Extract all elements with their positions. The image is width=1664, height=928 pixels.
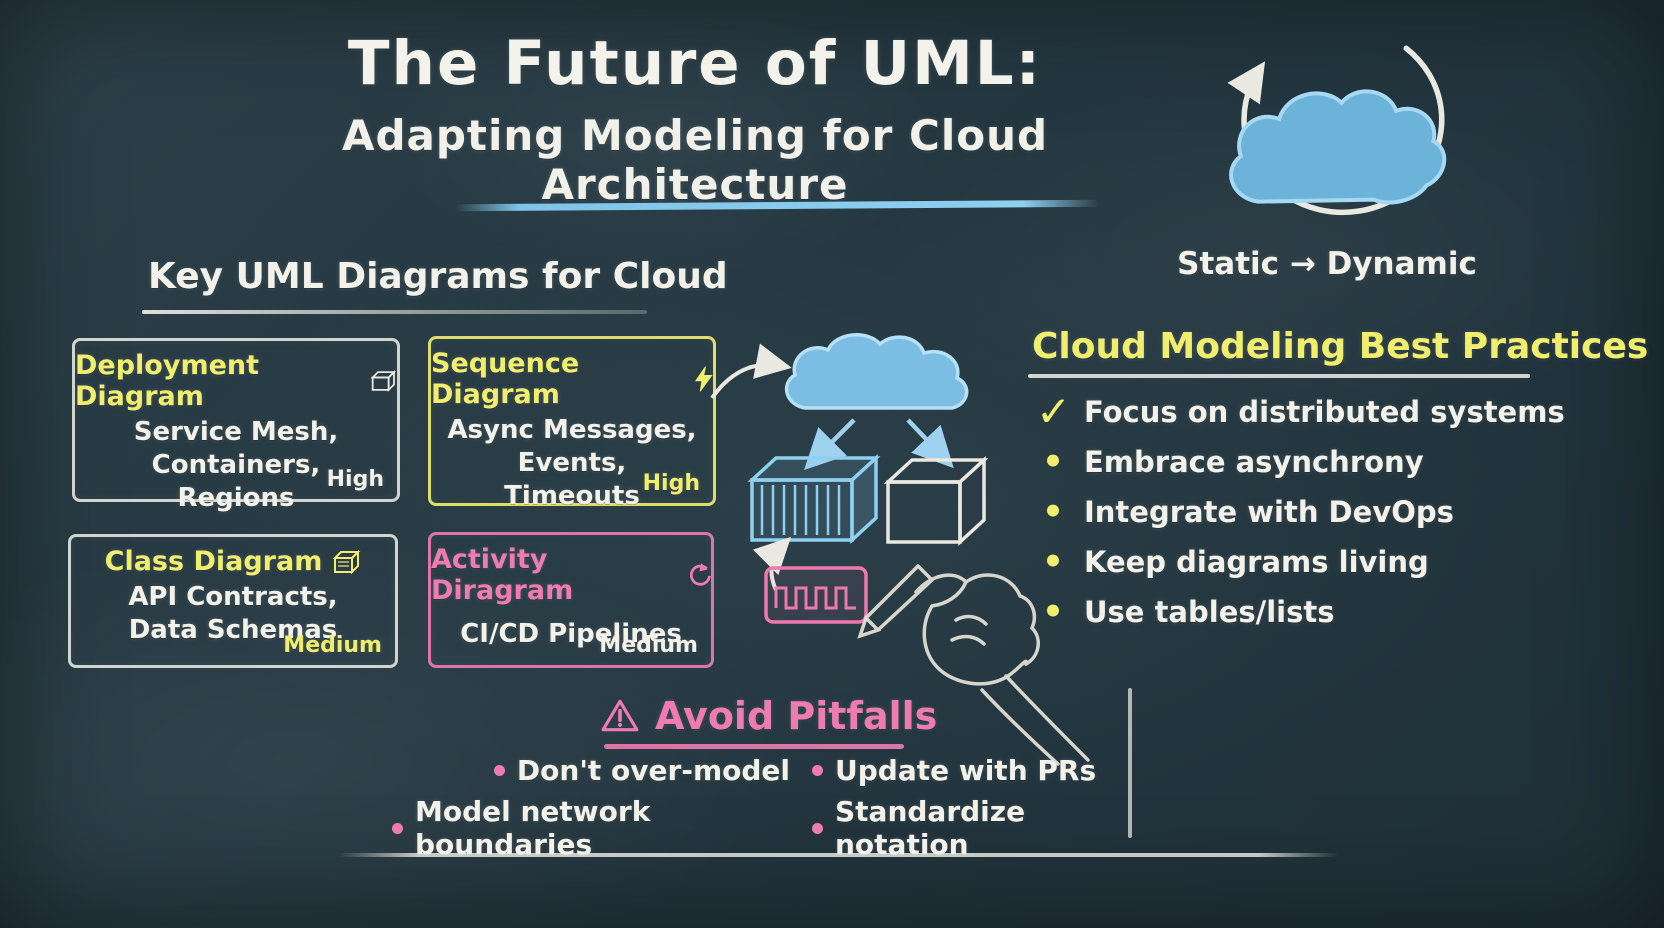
cube-3d-icon [883,456,989,546]
bullet-icon: • [1042,591,1064,632]
card-title: Deployment Diagram [75,350,260,412]
best-practice-text: Focus on distributed systems [1084,394,1565,429]
best-practice-text: Use tables/lists [1084,594,1335,629]
lightning-icon [694,366,713,392]
list-item: Standardize notation [812,795,1142,861]
list-item: • Keep diagrams living [1036,542,1565,581]
pitfall-text: Model network boundaries [415,795,651,861]
warning-icon [601,699,639,732]
bottom-chalk-line [338,853,1338,857]
card-line: Regions [177,483,295,514]
list-item: • Use tables/lists [1036,592,1565,631]
list-item: Don't over-model [493,754,790,787]
pitfalls-list: Don't over-model Update with PRs Model n… [392,754,1142,861]
cube-icon [332,549,361,574]
refresh-icon [689,563,711,586]
hand-sketch [857,564,1090,766]
pitfalls-title: Avoid Pitfalls [655,694,938,738]
page-title: The Future of UML: [347,28,1043,99]
node-icon [370,369,397,393]
card-line: Service Mesh, [133,417,339,447]
pitfall-text: Update with PRs [835,754,1097,787]
arrow-cloud-to-container [804,418,856,470]
card-line: Data Schemas [128,615,338,646]
best-practices-underline [1028,374,1530,378]
pitfall-text: Don't over-model [516,754,790,787]
avoid-pitfalls-heading: Avoid Pitfalls [600,694,937,738]
best-practice-text: Integrate with DevOps [1084,494,1454,529]
bullet-icon [812,822,823,834]
vertical-chalk-line [1128,688,1132,838]
card-title-row: Sequence Diagram [431,348,713,410]
waveform-icon [774,586,856,610]
page-subtitle: Adapting Modeling for Cloud Architecture [341,111,1049,209]
priority-label: High [326,467,384,492]
pitfall-text: Standardize notation [835,795,1026,861]
best-practice-text: Keep diagrams living [1084,544,1429,579]
pitfalls-underline [604,744,904,749]
priority-label: Medium [283,633,382,658]
bullet-icon [392,822,403,834]
card-body: Service Mesh, Containers, Regions [75,416,397,515]
key-heading-underline [142,310,647,314]
title-block: The Future of UML: Adapting Modeling for… [190,28,1200,209]
bullet-icon: • [1042,441,1064,482]
card-title: Sequence Diagram [431,348,580,410]
arrow-to-cloud [710,343,792,400]
priority-label: High [642,471,700,496]
pipeline-chip [764,566,868,624]
card-line: Timeouts [504,481,640,512]
bullet-icon [493,765,505,776]
card-line: CI/CD Pipelines [460,619,682,649]
card-line: API Contracts, [128,582,338,612]
card-line: Async Messages, [447,415,697,445]
arrow-chip-to-container [752,536,792,591]
card-body: API Contracts, Data Schemas [71,581,395,647]
class-diagram-card: Class Diagram API Contracts, Data Schema… [68,534,398,668]
bullet-icon: • [1042,491,1064,532]
list-item: • Integrate with DevOps [1036,492,1565,531]
list-item: Update with PRs [812,754,1096,787]
cloud-large-icon [1229,89,1447,205]
bullet-icon [812,765,823,776]
priority-label: Medium [599,633,698,658]
list-item: Model network boundaries [392,795,790,861]
best-practices-heading: Cloud Modeling Best Practices [1032,326,1649,367]
activity-diagram-card: Activity Diragram CI/CD Pipelines Medium [428,532,714,668]
card-title-row: Activity Diragram [431,544,711,606]
list-item: • Embrace asynchrony [1036,442,1565,481]
container-icon [747,454,881,544]
card-body: Async Messages, Events, Timeouts [431,414,713,513]
best-practice-text: Embrace asynchrony [1084,444,1424,479]
card-title-row: Deployment Diagram [75,350,397,412]
key-diagrams-heading: Key UML Diagrams for Cloud [148,256,728,297]
cloud-architecture-sketch [710,333,1090,766]
cloud-icon [784,333,969,410]
best-practices-list: ✓ Focus on distributed systems • Embrace… [1036,386,1565,631]
card-line: Events, [517,448,627,479]
list-item: ✓ Focus on distributed systems [1036,386,1565,436]
card-line: Containers, [151,450,321,481]
cloud-cycle-icon [1227,45,1447,216]
sequence-diagram-card: Sequence Diagram Async Messages, Events,… [428,336,716,511]
card-title-row: Class Diagram [71,546,395,577]
bullet-icon: • [1042,541,1064,582]
card-body: CI/CD Pipelines [431,618,711,651]
static-dynamic-caption: Static → Dynamic [1177,246,1477,282]
deployment-diagram-card: Deployment Diagram Service Mesh, Contain… [72,338,400,513]
arrow-cloud-to-cube [906,418,954,469]
check-icon: ✓ [1036,386,1072,436]
card-title: Class Diagram [104,546,323,577]
card-title: Activity Diragram [431,544,574,606]
